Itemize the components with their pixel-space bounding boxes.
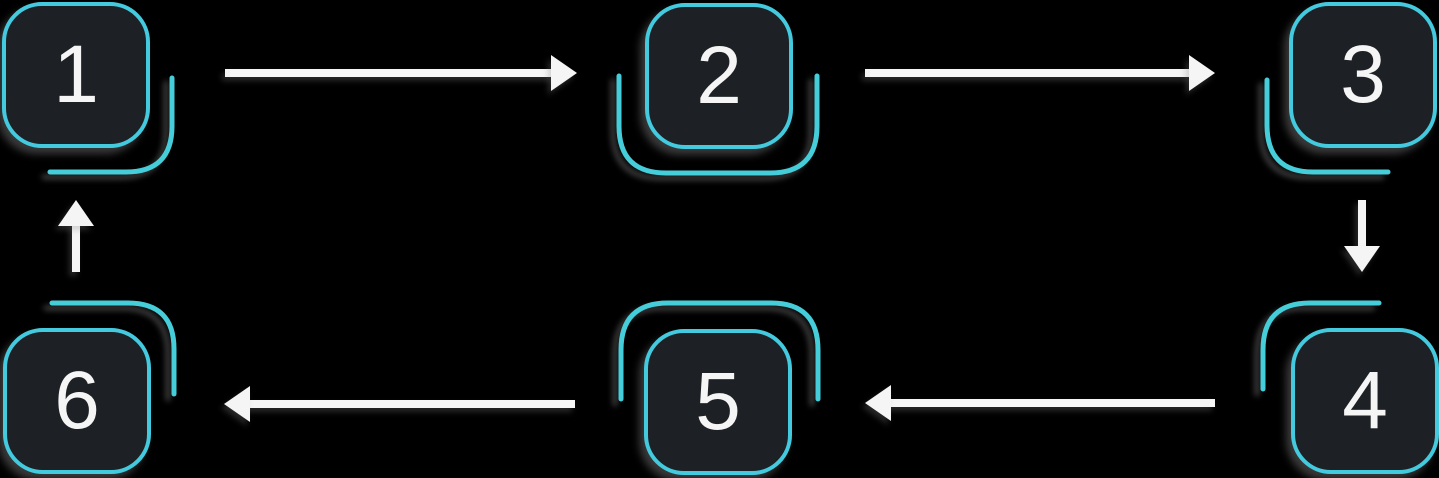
accent-arc-step-4 bbox=[1260, 300, 1382, 392]
arrow-5-to-6 bbox=[224, 386, 575, 422]
arrow-left-icon bbox=[224, 386, 250, 422]
arrow-right-icon bbox=[1189, 55, 1215, 91]
arrow-left-icon bbox=[865, 385, 891, 421]
step-number: 6 bbox=[54, 355, 100, 446]
flow-step-5: 5 bbox=[644, 329, 792, 475]
step-number: 2 bbox=[696, 30, 742, 121]
flow-step-3: 3 bbox=[1289, 2, 1437, 148]
arrow-3-to-4 bbox=[1344, 200, 1380, 272]
flow-step-2: 2 bbox=[645, 3, 793, 149]
step-number: 4 bbox=[1342, 355, 1388, 446]
arrow-down-icon bbox=[1344, 246, 1380, 272]
accent-arc-step-5 bbox=[618, 300, 821, 402]
accent-arc-step-6 bbox=[49, 300, 177, 397]
arrow-up-icon bbox=[58, 200, 94, 226]
step-number: 1 bbox=[53, 29, 99, 120]
arrow-1-to-2 bbox=[225, 55, 577, 91]
flow-step-6: 6 bbox=[3, 328, 151, 474]
flow-step-4: 4 bbox=[1291, 328, 1439, 474]
step-number: 5 bbox=[695, 356, 741, 447]
arrow-4-to-5 bbox=[865, 385, 1215, 421]
arrow-6-to-1 bbox=[58, 200, 94, 272]
step-number: 3 bbox=[1340, 29, 1386, 120]
arrow-2-to-3 bbox=[865, 55, 1215, 91]
arrow-right-icon bbox=[551, 55, 577, 91]
flow-step-1: 1 bbox=[2, 2, 150, 148]
accent-arc-step-1 bbox=[47, 75, 175, 175]
accent-arc-step-3 bbox=[1264, 77, 1391, 175]
accent-arc-step-2 bbox=[616, 73, 820, 176]
